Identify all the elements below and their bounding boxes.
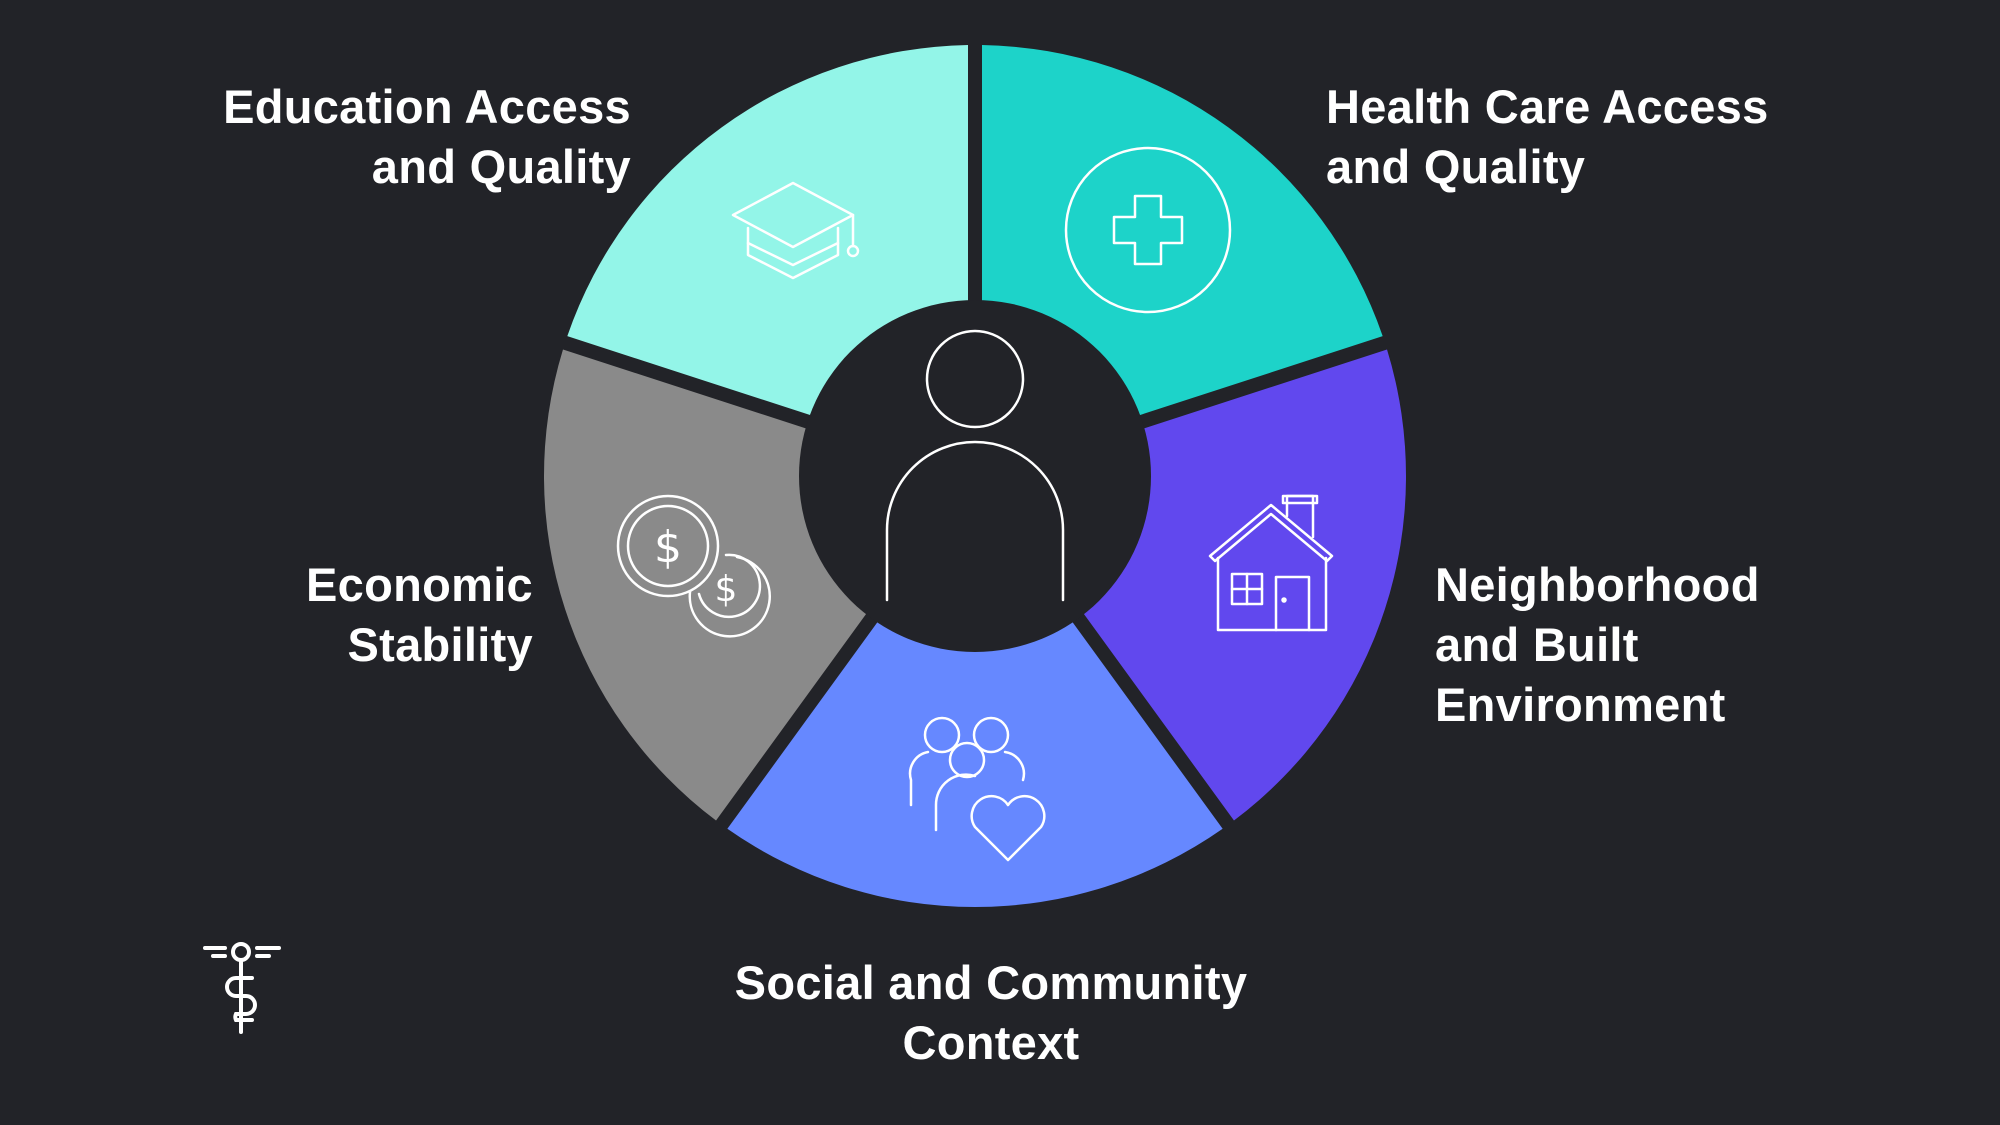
label-line: Environment bbox=[1435, 678, 1726, 731]
label-neighborhood: Neighborhood and Built Environment bbox=[1435, 555, 1760, 735]
label-line: Education Access bbox=[223, 80, 631, 133]
center-hub bbox=[799, 300, 1151, 652]
label-line: Stability bbox=[347, 618, 533, 671]
label-line: Social and Community bbox=[734, 956, 1248, 1009]
label-line: and Built bbox=[1435, 618, 1639, 671]
person-icon bbox=[885, 329, 1065, 602]
coins-icon: $ $ bbox=[616, 494, 771, 638]
caduceus-icon bbox=[203, 942, 281, 1034]
segment-economic bbox=[543, 349, 882, 821]
label-line: and Quality bbox=[1326, 140, 1586, 193]
label-health: Health Care Access and Quality bbox=[1326, 77, 1769, 197]
label-line: and Quality bbox=[371, 140, 631, 193]
graduation-cap-icon bbox=[731, 181, 860, 280]
label-line: Economic bbox=[305, 558, 533, 611]
medical-cross-icon bbox=[1064, 146, 1232, 314]
svg-text:$: $ bbox=[654, 522, 682, 573]
house-icon bbox=[1208, 494, 1334, 632]
segment-neighborhood bbox=[1068, 349, 1406, 821]
svg-text:$: $ bbox=[715, 569, 738, 610]
label-economic: Economic Stability bbox=[306, 555, 533, 675]
label-line: Context bbox=[902, 1016, 1080, 1069]
label-line: Health Care Access bbox=[1326, 80, 1769, 133]
label-education: Education Access and Quality bbox=[223, 77, 631, 197]
family-heart-icon bbox=[908, 716, 1046, 862]
segment-social bbox=[727, 601, 1223, 907]
label-social: Social and Community Context bbox=[691, 953, 1291, 1073]
label-line: Neighborhood bbox=[1435, 558, 1760, 611]
